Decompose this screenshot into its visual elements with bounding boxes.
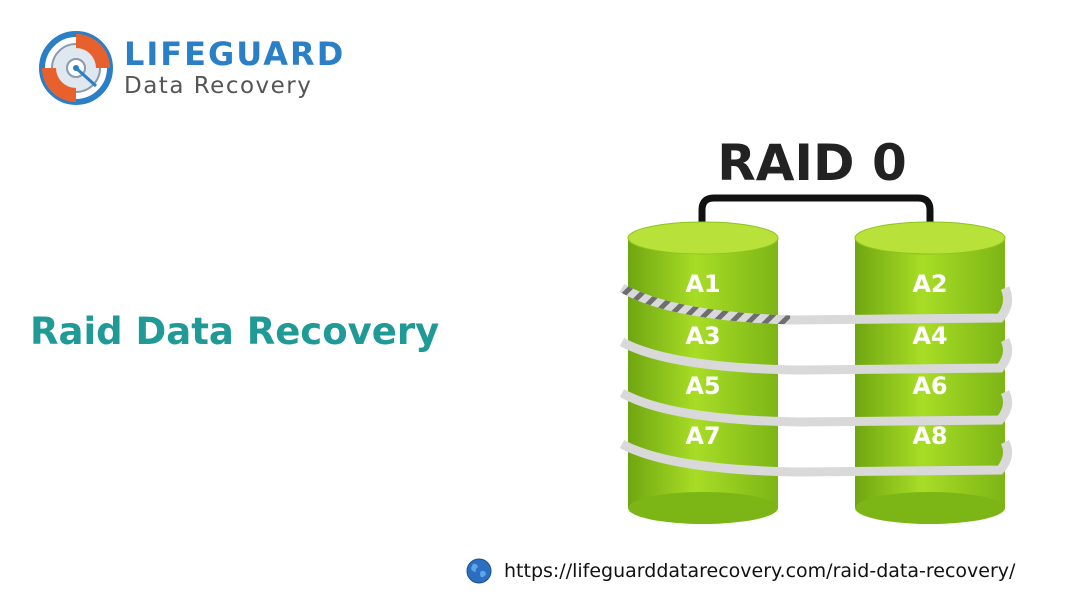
block-a1: A1 [685, 270, 720, 298]
hard-drive-lifebuoy-icon [39, 31, 113, 105]
raid0-diagram: RAID 0 A1 A3 A5 A7 A2 A4 A6 A8 [619, 134, 1013, 524]
disk-1 [627, 221, 779, 524]
footer-link[interactable]: https://lifeguarddatarecovery.com/raid-d… [466, 556, 1015, 586]
block-a7: A7 [685, 422, 720, 450]
block-a3: A3 [685, 322, 720, 350]
logo: LIFEGUARD Data Recovery [38, 30, 358, 110]
block-a5: A5 [685, 372, 720, 400]
globe-icon [466, 558, 492, 584]
logo-tagline: Data Recovery [124, 73, 313, 99]
raid-bracket [698, 194, 934, 240]
page-title: Raid Data Recovery [30, 310, 440, 353]
raid-title: RAID 0 [717, 134, 907, 192]
logo-brand-text: LIFEGUARD [124, 35, 346, 73]
stripe-bands [619, 284, 1013, 477]
block-a2: A2 [912, 270, 947, 298]
block-a4: A4 [912, 322, 947, 350]
block-a6: A6 [912, 372, 947, 400]
footer-url[interactable]: https://lifeguarddatarecovery.com/raid-d… [504, 560, 1016, 582]
block-a8: A8 [912, 422, 947, 450]
